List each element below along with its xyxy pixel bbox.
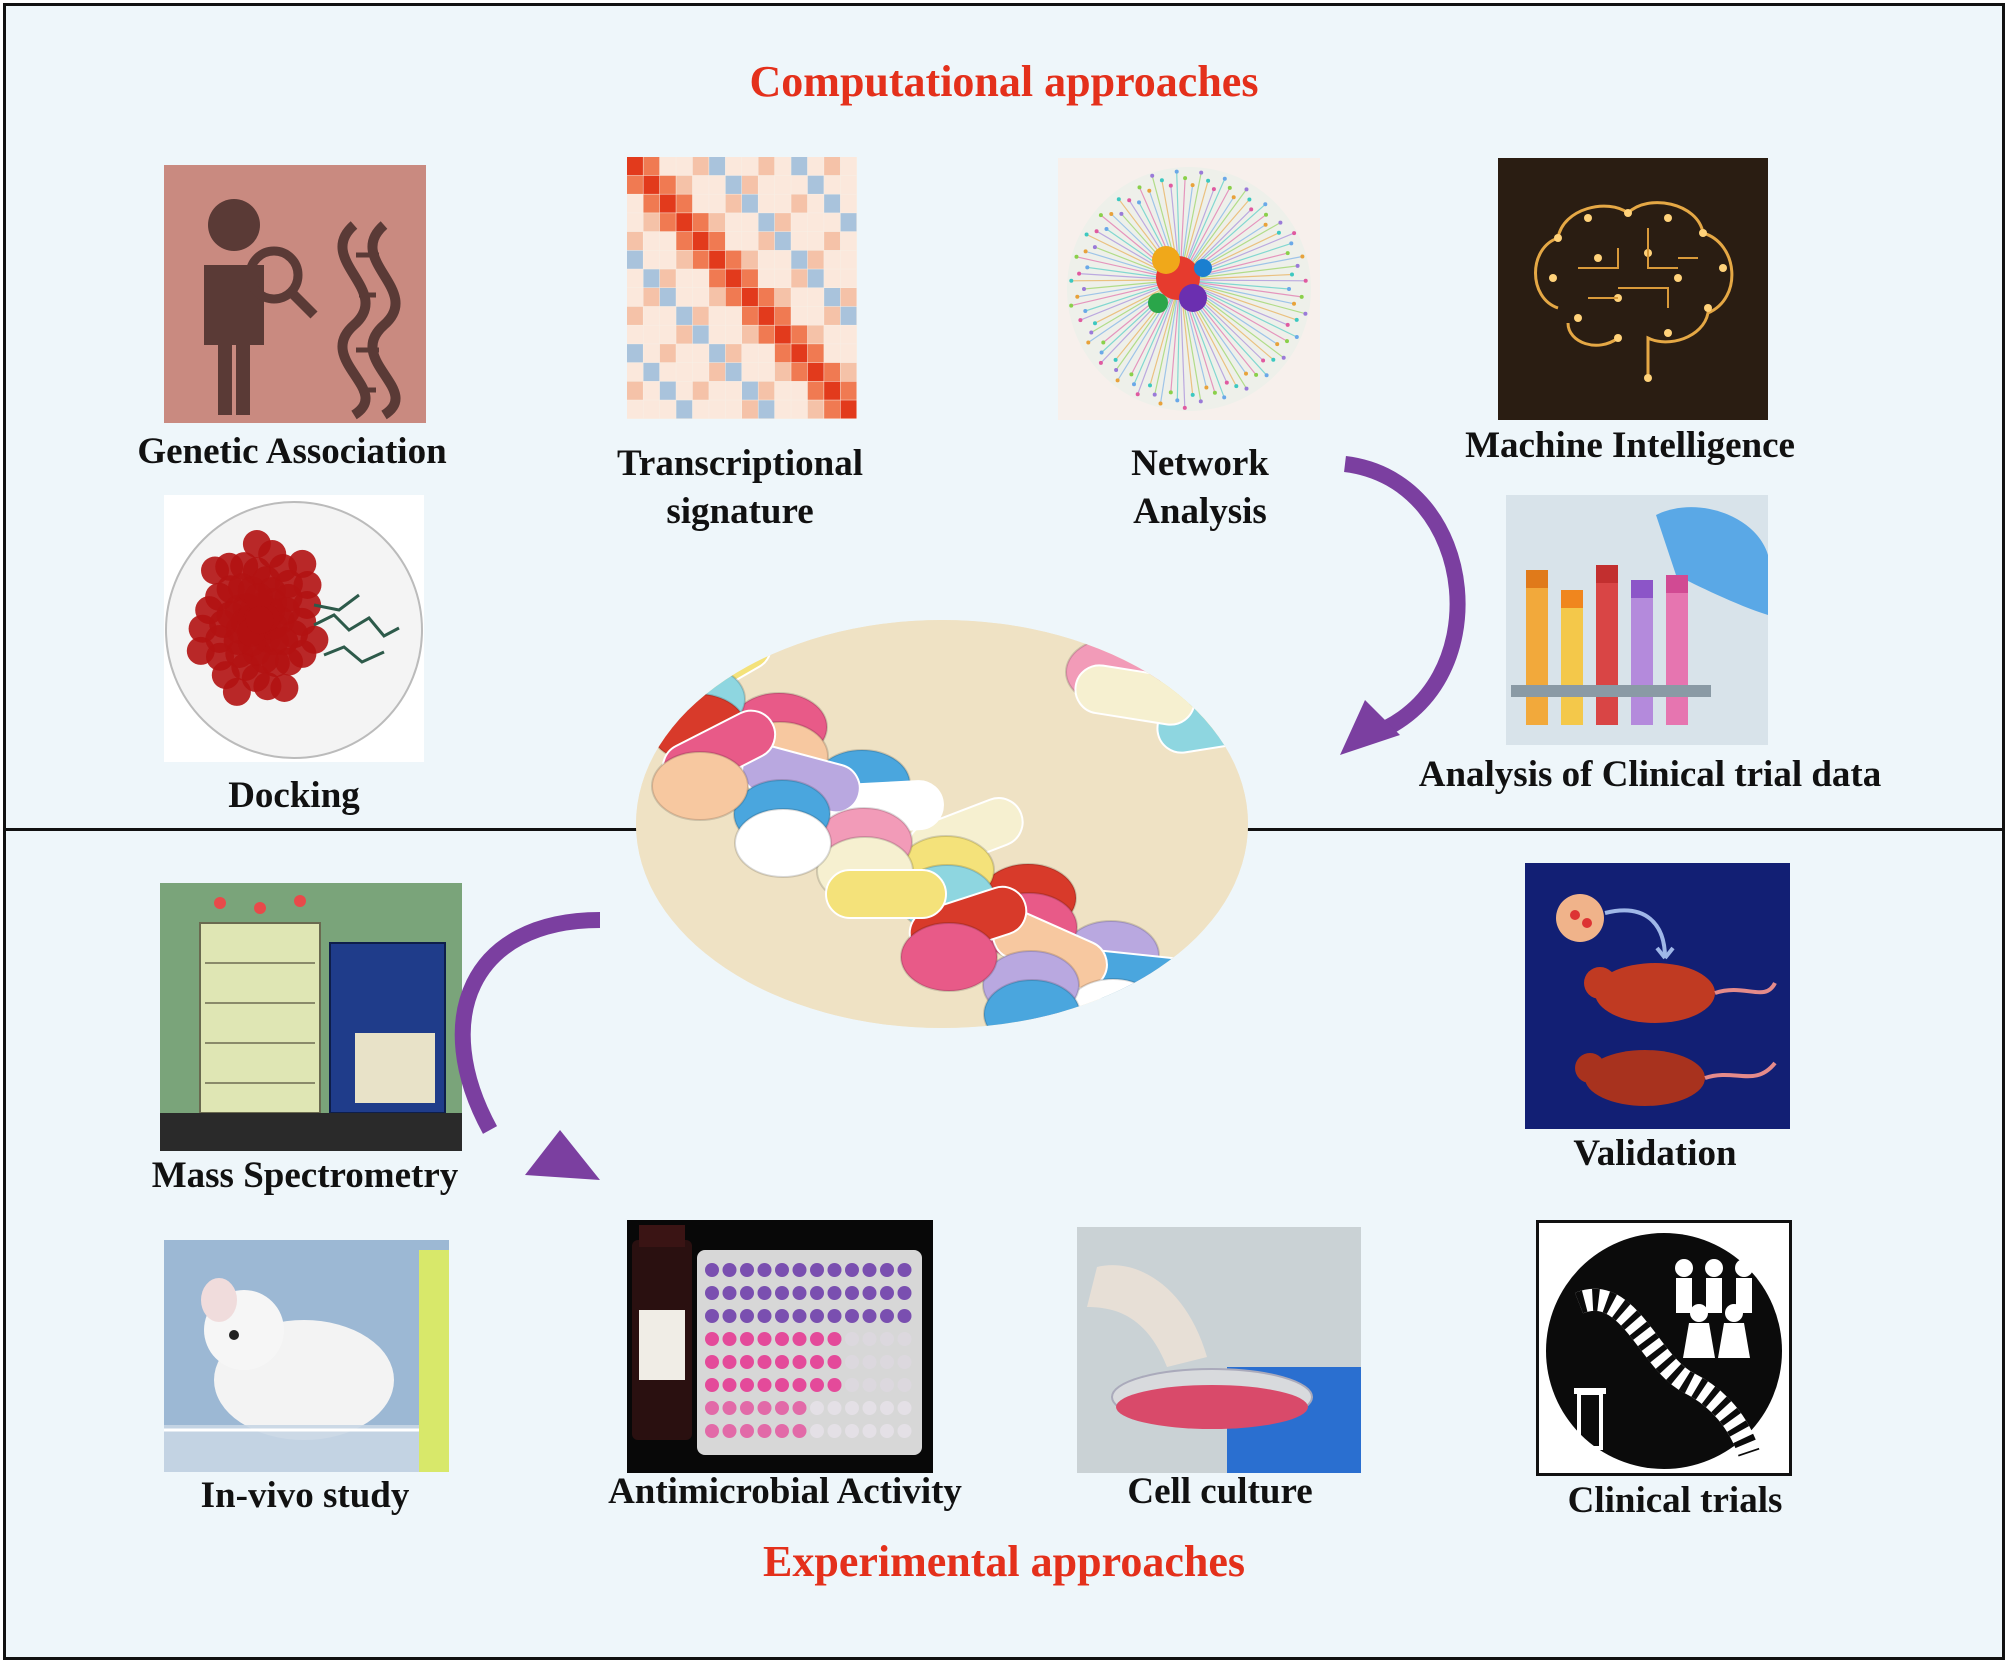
experimental-heading: Experimental approaches (763, 1537, 1245, 1586)
network-graph-icon (1058, 158, 1320, 420)
label-machine-intelligence: Machine Intelligence (1465, 425, 1795, 466)
label-network-line1: Network (1131, 443, 1269, 484)
dna-people-icon (1536, 1220, 1792, 1476)
heatmap-icon (627, 157, 857, 419)
person-magnifier-dna-icon (164, 165, 426, 423)
mice-validation-icon (1525, 863, 1790, 1129)
circuit-brain-icon (1498, 158, 1768, 420)
computational-heading: Computational approaches (749, 57, 1259, 106)
test-tubes-icon (1506, 495, 1768, 745)
label-genetic-association: Genetic Association (137, 431, 447, 472)
petri-dish-icon (1077, 1227, 1361, 1473)
label-transcriptional-line1: Transcriptional (617, 443, 863, 484)
label-antimicrobial: Antimicrobial Activity (608, 1471, 962, 1512)
label-validation: Validation (1573, 1133, 1737, 1174)
label-transcriptional-line2: signature (666, 491, 814, 532)
label-docking: Docking (228, 775, 360, 816)
label-clinical-trial-data: Analysis of Clinical trial data (1418, 754, 1882, 795)
label-in-vivo: In-vivo study (200, 1475, 410, 1516)
label-mass-spectrometry: Mass Spectrometry (151, 1155, 459, 1196)
label-clinical-trials: Clinical trials (1567, 1480, 1783, 1521)
pills-icon (636, 620, 1248, 1028)
label-network-line2: Analysis (1133, 491, 1267, 532)
well-plate-icon (627, 1220, 933, 1473)
mass-spectrometer-icon (160, 883, 462, 1151)
mouse-icon (164, 1240, 449, 1472)
label-cell-culture: Cell culture (1127, 1471, 1313, 1512)
protein-docking-icon (164, 495, 424, 762)
